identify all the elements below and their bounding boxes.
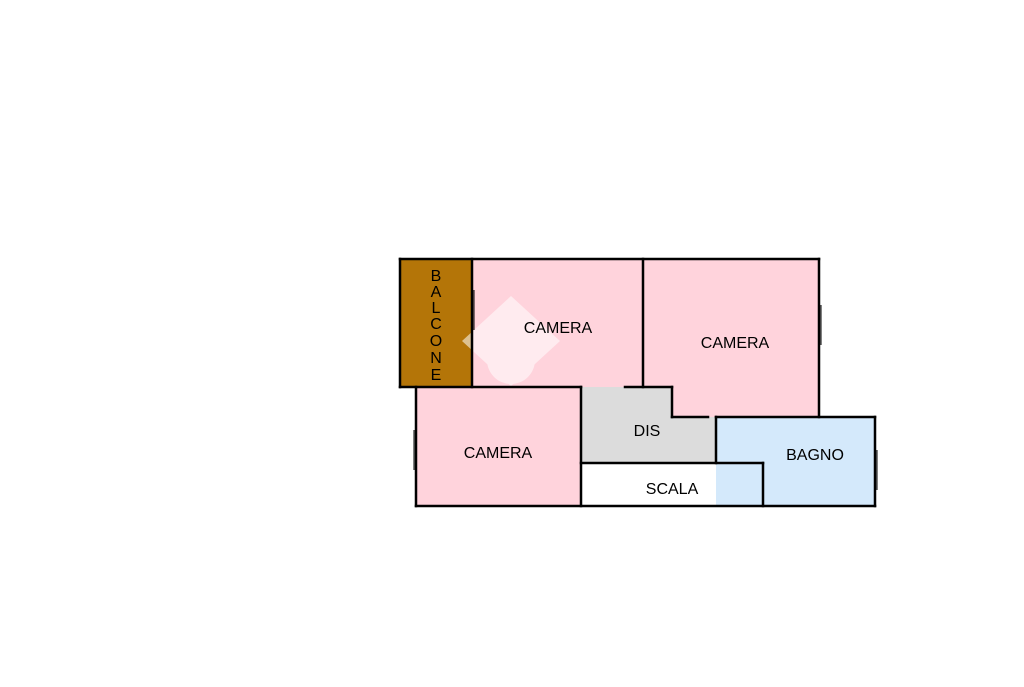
label-camera-1: CAMERA (524, 320, 593, 337)
house-logo-watermark (462, 296, 560, 386)
label-bagno: BAGNO (786, 447, 844, 464)
label-camera-3: CAMERA (464, 445, 533, 462)
label-scala: SCALA (646, 481, 699, 498)
label-balcone-a: A (431, 284, 442, 301)
label-balcone-l: L (432, 300, 441, 317)
room-bagno (716, 417, 875, 506)
label-dis: DIS (634, 423, 661, 440)
label-camera-2: CAMERA (701, 335, 770, 352)
room-labels: B A L C O N E CAMERA CAMERA CAMERA DIS S… (430, 268, 844, 498)
label-balcone-o: O (430, 333, 442, 350)
room-balcone (400, 259, 472, 387)
walls (398, 257, 877, 508)
label-balcone-b: B (431, 268, 442, 285)
label-balcone-n: N (430, 350, 442, 367)
room-dis (581, 387, 716, 463)
label-balcone-e: E (431, 367, 442, 384)
windows (413, 290, 878, 490)
room-camera-3 (416, 387, 581, 506)
label-balcone-c: C (430, 316, 442, 333)
